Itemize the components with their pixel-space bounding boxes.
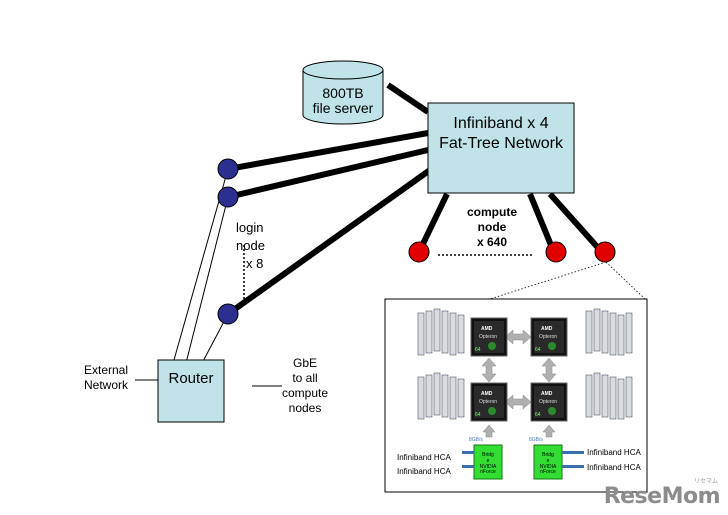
- login-node-2: [217, 186, 239, 208]
- arrow-bridge-left: [482, 424, 496, 438]
- login-nodes: [217, 158, 239, 325]
- external-line1: External: [84, 363, 128, 377]
- login-node-1: [217, 158, 239, 180]
- hca-bar-left-1: [462, 451, 474, 454]
- link-fileserver: [386, 82, 430, 115]
- gbe-link-2: [184, 196, 229, 368]
- cpu-model: Opteron: [479, 334, 497, 340]
- cpu-top-right: AMD Opteron 64: [530, 317, 568, 357]
- cpu-logo-icon: [488, 342, 496, 350]
- cpu-brand: AMD: [481, 326, 493, 332]
- bridge-chip-right: Bridg e NVIDIA nForce: [533, 444, 563, 480]
- router-box: Router: [157, 359, 225, 423]
- cpu-badge: 64: [475, 347, 481, 353]
- bridge-l3: NVIDIA: [540, 464, 557, 470]
- file-server: 800TB file server: [302, 60, 384, 125]
- cpu-bottom-right: AMD Opteron 64: [530, 382, 568, 422]
- cpu-brand: AMD: [481, 391, 493, 397]
- memory-bottom-right: [585, 372, 633, 420]
- bridge-chip-left: Bridg e NVIDIA nForce: [473, 444, 503, 480]
- memory-bottom-left: [417, 372, 465, 420]
- arrow-left: [481, 357, 497, 383]
- bridge-l4: nForce: [540, 469, 556, 475]
- hca-label-right-2: Infiniband HCA: [587, 463, 641, 472]
- gbe-line4: nodes: [289, 401, 322, 415]
- resemom-logo-text: ReseMom: [603, 484, 721, 509]
- hca-bar-left-2: [462, 465, 474, 468]
- login-line2: node: [236, 238, 265, 253]
- gbe-line2: to all: [292, 371, 317, 385]
- gbe-links: [135, 168, 282, 387]
- hca-connectors: [462, 451, 584, 468]
- link-compute-1: [417, 192, 450, 252]
- hca-label-right-1: Infiniband HCA: [587, 448, 641, 457]
- bridge-l1: Bridg: [482, 452, 494, 458]
- external-line2: Network: [84, 378, 129, 392]
- cpu-brand: AMD: [541, 326, 553, 332]
- cpu-brand: AMD: [541, 391, 553, 397]
- cpu-logo-icon: [488, 407, 496, 415]
- arrow-right: [541, 357, 557, 383]
- resemom-logo-sub: リセマム: [693, 478, 718, 485]
- compute-line1: compute: [467, 205, 517, 219]
- cpu-badge: 64: [475, 412, 481, 418]
- zoom-line-left: [489, 261, 607, 300]
- cpu-model: Opteron: [539, 334, 557, 340]
- bridge-l4: nForce: [480, 469, 496, 475]
- login-node-8: [217, 303, 239, 325]
- cpu-model: Opteron: [479, 399, 497, 405]
- node-detail-panel: AMD Opteron 64 AMD Opteron 64 AMD Optero…: [384, 298, 648, 493]
- bridge-l3: NVIDIA: [480, 464, 497, 470]
- compute-node-639: [545, 241, 567, 263]
- hca-label-left-2: Infiniband HCA: [397, 467, 451, 476]
- resemom-logo: リセマム ReseMom: [603, 478, 721, 509]
- memory-banks: [417, 308, 633, 420]
- bridge-l2: e: [547, 458, 550, 464]
- bus-label-right: 8GB/s: [529, 437, 543, 443]
- compute-nodes: [408, 241, 616, 263]
- network-links: [226, 82, 603, 317]
- cpu-badge: 64: [535, 412, 541, 418]
- bus-label-left: 8GB/s: [469, 437, 483, 443]
- memory-top-right: [585, 308, 633, 356]
- cpu-top-left: AMD Opteron 64: [470, 317, 508, 357]
- memory-top-left: [417, 308, 465, 356]
- cpu-logo-icon: [548, 407, 556, 415]
- bridge-l1: Bridg: [542, 452, 554, 458]
- cpu-logo-icon: [548, 342, 556, 350]
- file-server-line2: file server: [313, 100, 374, 116]
- arrow-bridge-right: [542, 424, 556, 438]
- compute-line2: node: [478, 220, 507, 234]
- hca-bar-right-1: [562, 451, 584, 454]
- link-login-8: [226, 167, 432, 317]
- file-server-line1: 800TB: [322, 85, 363, 101]
- bridge-l2: e: [487, 458, 490, 464]
- login-line1: login: [236, 220, 263, 235]
- gbe-line3: compute: [282, 386, 328, 400]
- link-compute-640: [547, 192, 603, 252]
- cpu-bottom-left: AMD Opteron 64: [470, 382, 508, 422]
- network-line2: Fat-Tree Network: [439, 135, 564, 152]
- compute-line3: x 640: [477, 235, 507, 249]
- interconnect-arrows: [481, 329, 557, 438]
- link-login-2: [227, 147, 429, 200]
- hca-label-left-1: Infiniband HCA: [397, 453, 451, 462]
- cpu-badge: 64: [535, 347, 541, 353]
- cpu-model: Opteron: [539, 399, 557, 405]
- gbe-link-1: [171, 168, 229, 368]
- network-box: Infiniband x 4 Fat-Tree Network: [427, 102, 575, 194]
- router-label: Router: [168, 370, 213, 387]
- compute-node-640: [594, 241, 616, 263]
- gbe-line1: GbE: [293, 356, 317, 370]
- hca-bar-right-2: [562, 465, 584, 468]
- zoom-line-right: [605, 261, 646, 300]
- network-line1: Infiniband x 4: [453, 115, 548, 132]
- login-line3: x 8: [246, 256, 263, 271]
- link-login-1: [227, 130, 429, 172]
- compute-node-1: [408, 241, 430, 263]
- link-compute-639: [527, 192, 556, 252]
